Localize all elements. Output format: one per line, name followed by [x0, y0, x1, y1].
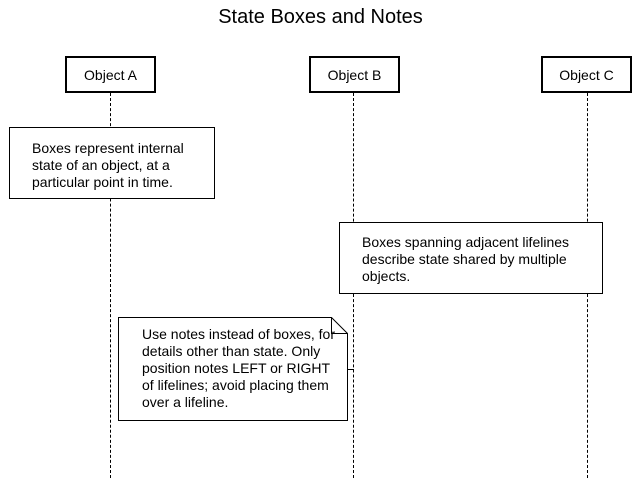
- note-text: Use notes instead of boxes, for details …: [142, 326, 335, 410]
- object-c-box: Object C: [541, 56, 632, 93]
- object-c-label: Object C: [559, 66, 614, 83]
- state-box-objects-b-c: Boxes spanning adjacent lifelines descri…: [339, 222, 603, 294]
- object-a-box: Object A: [65, 56, 156, 93]
- state-box-object-a: Boxes represent internal state of an obj…: [9, 127, 215, 199]
- note-connector: [348, 369, 354, 370]
- object-b-label: Object B: [327, 66, 382, 83]
- object-a-label: Object A: [84, 66, 137, 83]
- note: Use notes instead of boxes, for details …: [118, 317, 348, 421]
- diagram-title: State Boxes and Notes: [218, 6, 423, 28]
- lifeline-object-a: [110, 93, 111, 478]
- note-shape: [118, 317, 348, 421]
- state-box-a-text: Boxes represent internal state of an obj…: [32, 140, 184, 190]
- object-b-box: Object B: [309, 56, 400, 93]
- state-box-bc-text: Boxes spanning adjacent lifelines descri…: [362, 234, 570, 284]
